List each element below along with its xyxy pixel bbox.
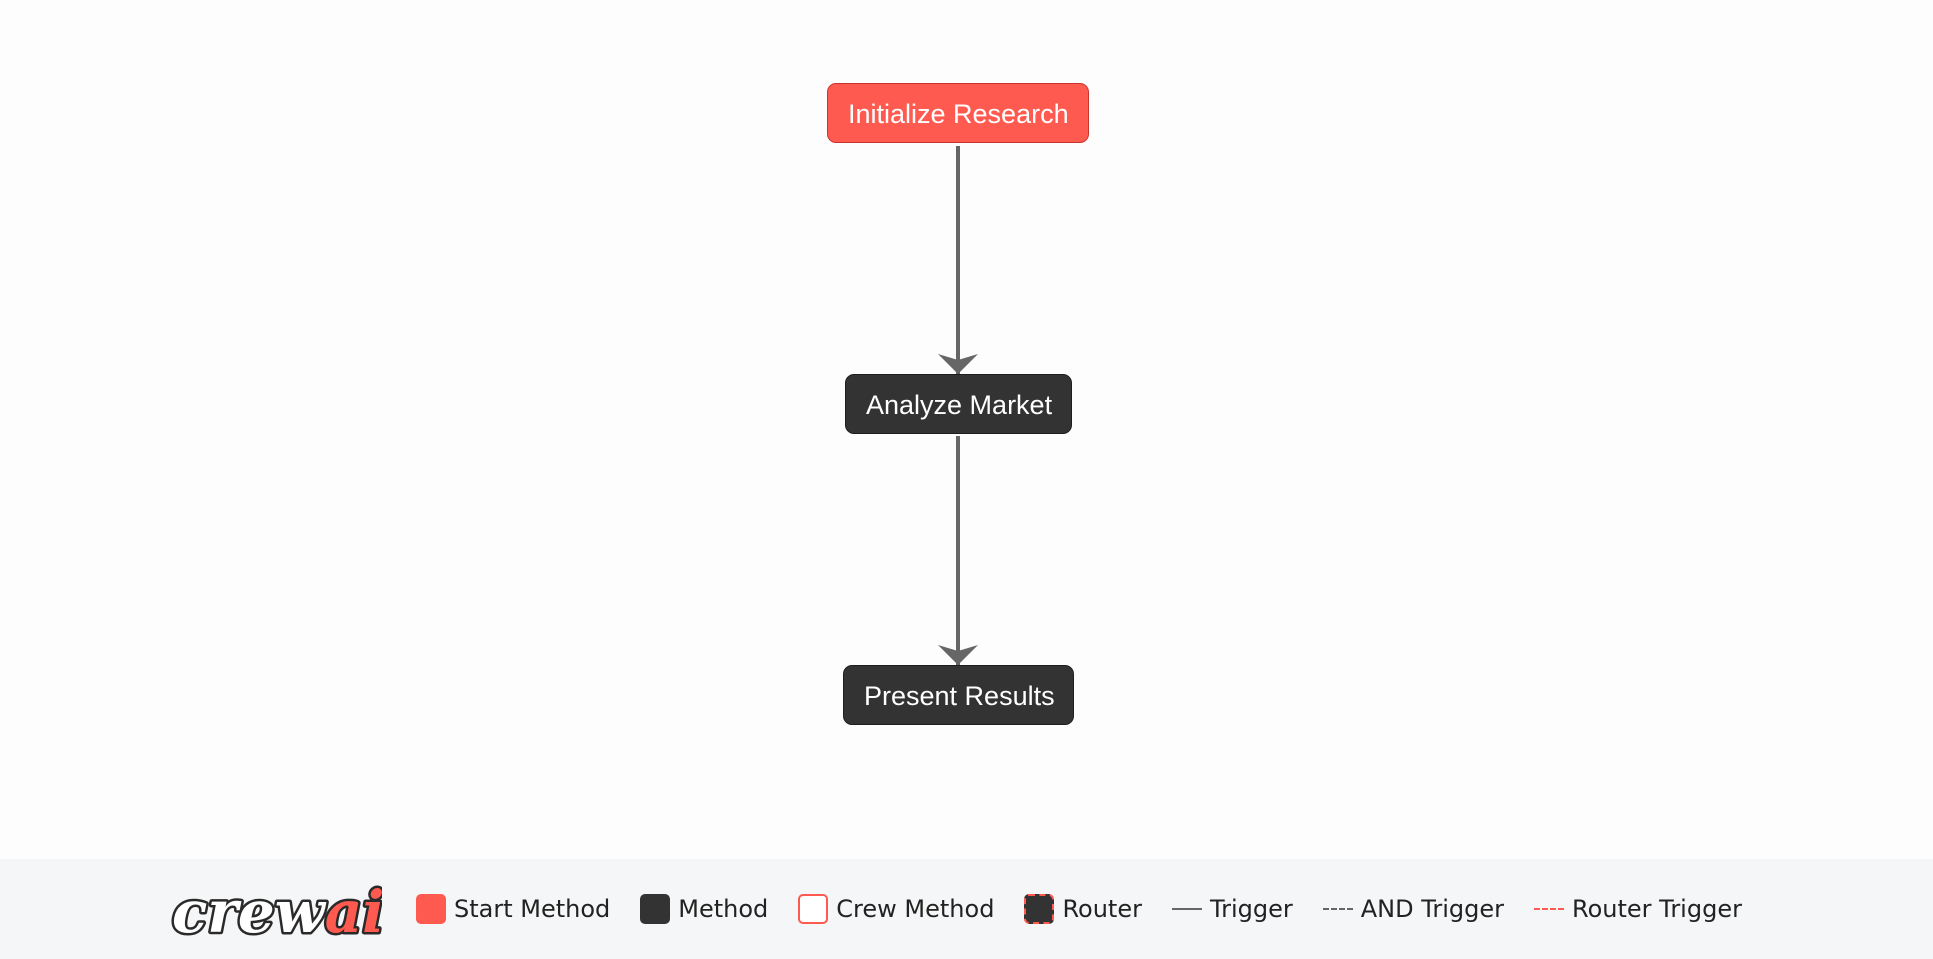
and-trigger-line-sample	[1322, 908, 1353, 910]
trigger-label: Trigger	[1209, 895, 1293, 923]
node-initialize-research[interactable]: Initialize Research	[827, 83, 1089, 143]
legend-router-trigger: Router Trigger	[1534, 895, 1742, 923]
legend-start-method: Start Method	[416, 894, 610, 924]
router-trigger-label: Router Trigger	[1572, 895, 1742, 923]
edges-layer	[938, 146, 978, 665]
node-present-results[interactable]: Present Results	[843, 665, 1074, 725]
flow-canvas[interactable]: Initialize Research Analyze Market Prese…	[0, 0, 1933, 859]
router-label: Router	[1062, 895, 1142, 923]
crew-method-label: Crew Method	[836, 895, 995, 923]
router-swatch	[1024, 894, 1055, 924]
method-swatch	[640, 894, 671, 924]
legend-and-trigger: AND Trigger	[1322, 895, 1505, 923]
node-analyze-market[interactable]: Analyze Market	[845, 374, 1072, 434]
trigger-line-sample	[1171, 908, 1202, 910]
crewai-logo: crewai	[170, 876, 383, 945]
crew-method-swatch	[798, 894, 829, 924]
router-trigger-line-sample	[1534, 908, 1565, 910]
start-method-swatch	[416, 894, 446, 924]
and-trigger-label: AND Trigger	[1360, 895, 1505, 923]
legend-crew-method: Crew Method	[798, 894, 994, 924]
legend-trigger: Trigger	[1171, 895, 1293, 923]
legend-method: Method	[640, 894, 768, 924]
logo-text-accent: ai	[325, 878, 382, 944]
method-label: Method	[678, 895, 769, 923]
legend-router: Router	[1024, 894, 1142, 924]
legend-items: crewai Start Method Method Crew Method R…	[166, 859, 1772, 959]
svg-text:crewai: crewai	[172, 878, 382, 944]
legend-bar: crewai Start Method Method Crew Method R…	[0, 859, 1933, 959]
logo-text-main: crew	[172, 878, 327, 944]
start-method-label: Start Method	[454, 895, 611, 923]
